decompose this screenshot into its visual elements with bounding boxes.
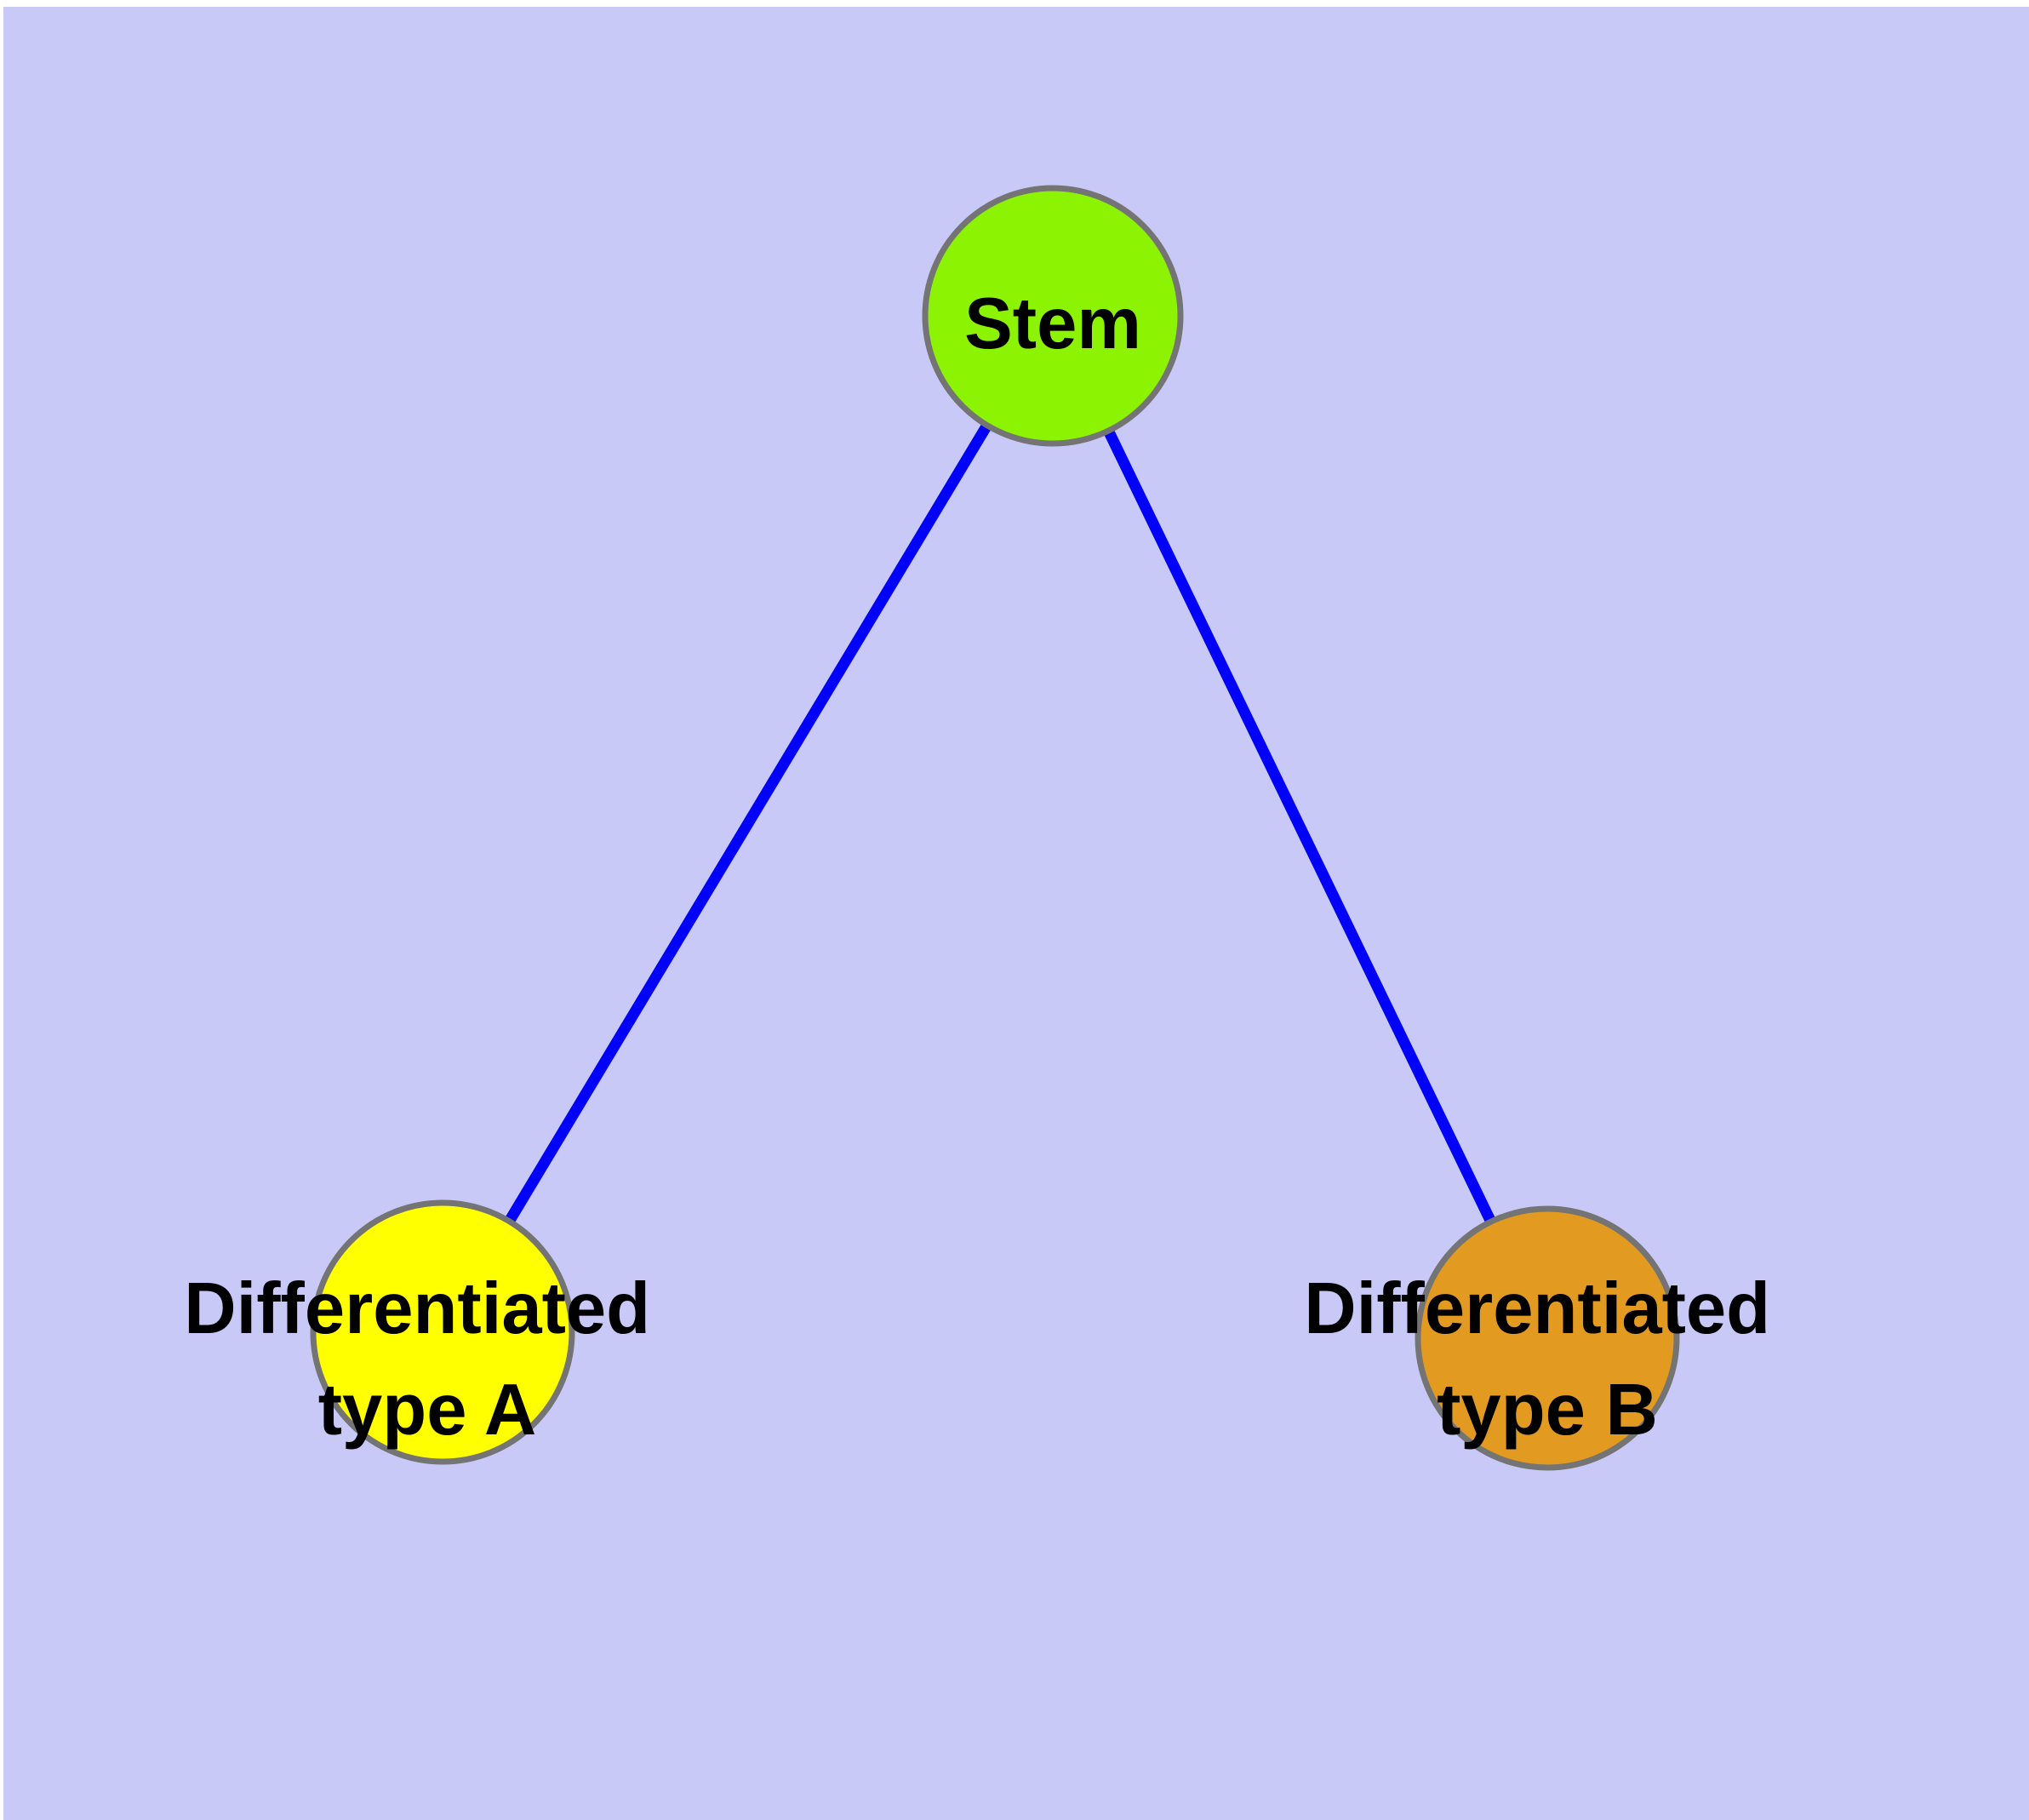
edge-stem-to-type-a <box>437 312 1058 1336</box>
node-type-b-circle <box>1415 1205 1680 1471</box>
node-differentiated-type-a: Differentiated type A <box>184 1199 670 1465</box>
node-differentiated-type-b: Differentiated type B <box>1304 1205 1790 1471</box>
node-type-a-label: Differentiated type A <box>184 1268 670 1451</box>
node-stem-circle <box>922 185 1184 447</box>
node-type-a-circle <box>310 1199 575 1465</box>
edge-stem-to-type-b <box>1048 313 1552 1341</box>
node-stem-label: Stem <box>964 283 1141 364</box>
edges <box>437 312 1552 1341</box>
node-type-b-label: Differentiated type B <box>1304 1268 1790 1451</box>
node-type-b-label-line2: type B <box>1437 1370 1658 1451</box>
node-type-b-label-line1: Differentiated <box>1304 1268 1770 1349</box>
node-stem: Stem <box>922 185 1184 447</box>
cell-differentiation-graph: Stem Differentiated type A Differentiate… <box>3 7 2029 1820</box>
node-type-a-label-line2: type A <box>318 1370 537 1451</box>
node-type-a-label-line1: Differentiated <box>184 1268 650 1349</box>
